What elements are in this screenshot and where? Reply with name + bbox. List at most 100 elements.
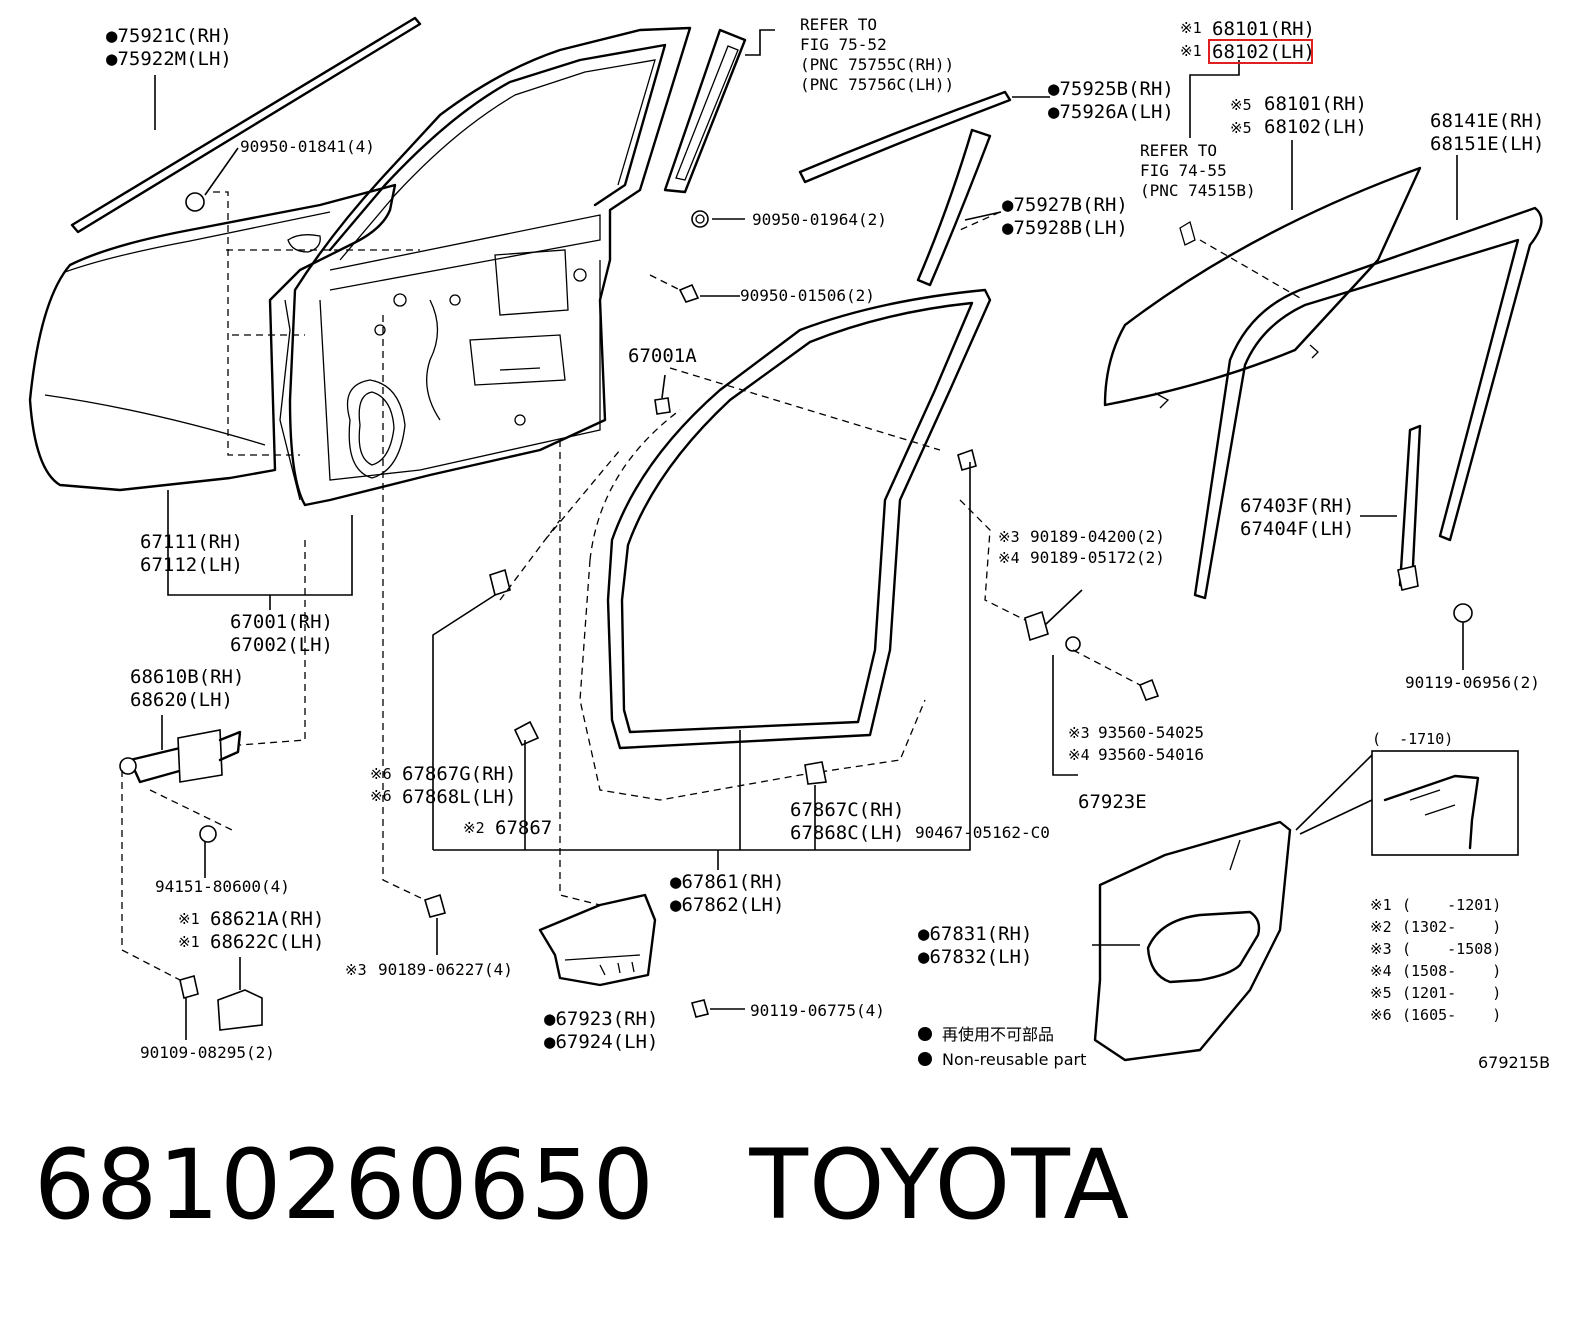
clip-icon bbox=[1024, 610, 1049, 642]
label-94151: 94151-80600(4) bbox=[155, 877, 290, 896]
non-reusable-bullet-icon bbox=[918, 1052, 932, 1066]
marker-label: ※6 bbox=[370, 765, 392, 783]
legend-mark: ※6 bbox=[1370, 1006, 1392, 1024]
label-67867: 67867 bbox=[495, 817, 552, 839]
legend-mark: ※1 bbox=[1370, 896, 1392, 914]
legend-mark: ※5 bbox=[1370, 984, 1392, 1002]
label-67832: ●67832(LH) bbox=[918, 946, 1032, 968]
legend-range: (1605- ) bbox=[1402, 1006, 1501, 1024]
label-75922: ●75922M(LH) bbox=[106, 48, 232, 70]
legend-range: (1201- ) bbox=[1402, 984, 1501, 1002]
figure-code: 679215B bbox=[1478, 1053, 1550, 1072]
label-67831: ●67831(RH) bbox=[918, 923, 1032, 945]
legend-range: (1508- ) bbox=[1402, 962, 1501, 980]
label-67862: ●67862(LH) bbox=[670, 894, 784, 916]
legend-nonreusable-en: Non-reusable part bbox=[942, 1050, 1086, 1069]
label-67403: 67403F(RH) bbox=[1240, 495, 1354, 517]
label-90189-06227: 90189-06227(4) bbox=[378, 960, 513, 979]
part-number: 6810260650 bbox=[34, 1129, 655, 1241]
door-outer-panel bbox=[28, 183, 397, 492]
refer-fig-label: FIG 75-52 bbox=[800, 35, 887, 54]
window-opening bbox=[494, 249, 569, 316]
labels: ●75921C(RH) ●75922M(LH) REFER TO FIG 75-… bbox=[106, 15, 1550, 1072]
door-weatherstrip bbox=[606, 288, 992, 750]
marker-label: ※3 bbox=[345, 961, 367, 979]
inset-box bbox=[1371, 750, 1519, 856]
date-range-legend: ※1 ( -1201) ※2 (1302- ) ※3 ( -1508) ※4 (… bbox=[1370, 896, 1501, 1024]
label-67001: 67001(RH) bbox=[230, 611, 333, 633]
legend-range: (1302- ) bbox=[1402, 918, 1501, 936]
highlight-box bbox=[1208, 39, 1313, 64]
label-75926: ●75926A(LH) bbox=[1048, 101, 1174, 123]
refer-to-label: REFER TO bbox=[800, 15, 877, 34]
refer-to-label: REFER TO bbox=[1140, 141, 1217, 160]
label-93560-54025: 93560-54025 bbox=[1098, 723, 1204, 742]
label-68151: 68151E(LH) bbox=[1430, 133, 1544, 155]
label-75925: ●75925B(RH) bbox=[1048, 78, 1174, 100]
marker-label: ※6 bbox=[370, 787, 392, 805]
label-67111: 67111(RH) bbox=[140, 531, 243, 553]
door-glass bbox=[1103, 166, 1422, 407]
clip-icon bbox=[489, 568, 511, 597]
clip-icon bbox=[804, 761, 827, 785]
marker-label: ※4 bbox=[1068, 746, 1090, 764]
label-90467: 90467-05162-C0 bbox=[915, 823, 1050, 842]
clip-icon bbox=[513, 720, 540, 747]
label-68141: 68141E(RH) bbox=[1430, 110, 1544, 132]
division-moulding bbox=[916, 128, 992, 287]
label-68101: 68101(RH) bbox=[1264, 93, 1367, 115]
marker-label: ※4 bbox=[998, 549, 1020, 567]
refer-pnc-label: (PNC 75755C(RH)) bbox=[800, 55, 954, 74]
label-68101: 68101(RH) bbox=[1212, 18, 1315, 40]
legend-mark: ※4 bbox=[1370, 962, 1392, 980]
service-hole-cover bbox=[538, 893, 657, 987]
bolt-icon bbox=[691, 999, 709, 1018]
marker-label: ※3 bbox=[998, 528, 1020, 546]
label-90109: 90109-08295(2) bbox=[140, 1043, 275, 1062]
label-68620: 68620(LH) bbox=[130, 689, 233, 711]
label-75927: ●75927B(RH) bbox=[1002, 194, 1128, 216]
label-68102: 68102(LH) bbox=[1264, 116, 1367, 138]
label-90189-05172: 90189-05172(2) bbox=[1030, 548, 1165, 567]
refer-pnc-label: (PNC 75756C(LH)) bbox=[800, 75, 954, 94]
label-67923: ●67923(RH) bbox=[544, 1008, 658, 1030]
refer-fig-label: FIG 74-55 bbox=[1140, 161, 1227, 180]
refer-pnc-label: (PNC 74515B) bbox=[1140, 181, 1256, 200]
label-90950-01506: 90950-01506(2) bbox=[740, 286, 875, 305]
label-68102-highlighted: 68102(LH) bbox=[1212, 41, 1315, 63]
marker-label: ※1 bbox=[1180, 42, 1202, 60]
product-caption: 6810260650 TOYOTA bbox=[34, 1130, 1130, 1240]
legend-mark: ※2 bbox=[1370, 918, 1392, 936]
label-67112: 67112(LH) bbox=[140, 554, 243, 576]
door-handle-recess bbox=[287, 234, 321, 253]
leader-lines bbox=[121, 29, 1464, 1040]
speaker-opening bbox=[346, 379, 406, 479]
door-trim-board bbox=[1093, 820, 1292, 1062]
label-93560-54016: 93560-54016 bbox=[1098, 745, 1204, 764]
label-90189-04200: 90189-04200(2) bbox=[1030, 527, 1165, 546]
label-67002: 67002(LH) bbox=[230, 634, 333, 656]
bolt-icon bbox=[179, 974, 199, 1000]
label-75928: ●75928B(LH) bbox=[1002, 217, 1128, 239]
marker-label: ※1 bbox=[178, 933, 200, 951]
marker-label: ※3 bbox=[1068, 724, 1090, 742]
nut-icon bbox=[1065, 636, 1081, 652]
label-75921: ●75921C(RH) bbox=[106, 25, 232, 47]
label-67867c: 67867C(RH) bbox=[790, 799, 904, 821]
label-67868l: 67868L(LH) bbox=[402, 786, 516, 808]
legend-range: ( -1201) bbox=[1402, 896, 1501, 914]
non-reusable-bullet-icon bbox=[918, 1027, 932, 1041]
marker-label: ※2 bbox=[463, 819, 485, 837]
inset-range-label: ( -1710) bbox=[1372, 730, 1453, 748]
label-67923e: 67923E bbox=[1078, 791, 1147, 813]
glass-run-channel bbox=[1193, 206, 1543, 600]
label-67001a: 67001A bbox=[628, 345, 697, 367]
legend-nonreusable-ja: 再使用不可部品 bbox=[942, 1025, 1054, 1044]
door-frame bbox=[288, 26, 692, 507]
label-90950-01841: 90950-01841(4) bbox=[240, 137, 375, 156]
line-art bbox=[28, 16, 1543, 1062]
label-67861: ●67861(RH) bbox=[670, 871, 784, 893]
clip-icon bbox=[185, 192, 709, 303]
label-67867g: 67867G(RH) bbox=[402, 763, 516, 785]
